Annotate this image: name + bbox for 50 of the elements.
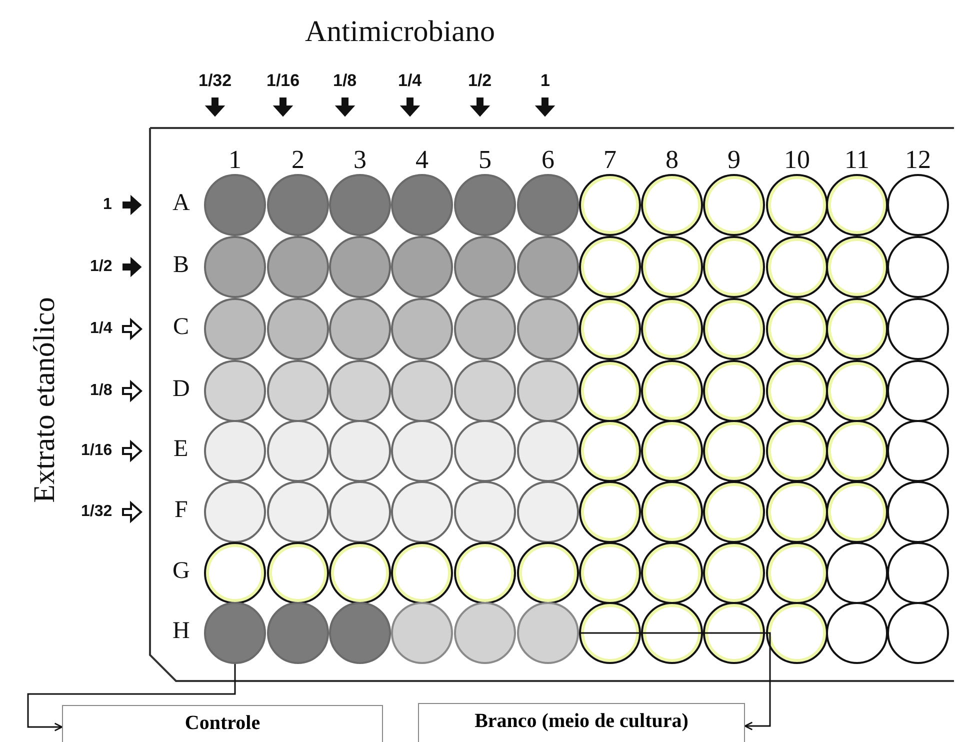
row-letter: E bbox=[174, 437, 188, 461]
well bbox=[766, 481, 828, 543]
concentration-label: 1/8 bbox=[333, 72, 357, 88]
well bbox=[826, 602, 888, 664]
well bbox=[826, 360, 888, 422]
row-letter: A bbox=[172, 191, 190, 215]
row-letter: F bbox=[174, 498, 188, 522]
well bbox=[887, 420, 949, 482]
column-number: 12 bbox=[905, 147, 931, 173]
column-number: 9 bbox=[728, 147, 740, 173]
column-number: 4 bbox=[416, 147, 428, 173]
well bbox=[826, 481, 888, 543]
well bbox=[826, 542, 888, 604]
row-letter: D bbox=[172, 377, 190, 401]
column-number: 3 bbox=[354, 147, 366, 173]
well bbox=[766, 602, 828, 664]
column-number: 7 bbox=[604, 147, 616, 173]
column-number: 5 bbox=[478, 147, 492, 173]
row-letter: H bbox=[172, 619, 190, 643]
concentration-label: 1/4 bbox=[90, 321, 112, 337]
well bbox=[887, 542, 949, 604]
column-number: 11 bbox=[844, 147, 870, 173]
well bbox=[887, 481, 949, 543]
concentration-label: 1 bbox=[103, 197, 112, 213]
concentration-label: 1/4 bbox=[398, 72, 422, 88]
well bbox=[766, 542, 828, 604]
column-number: 8 bbox=[666, 147, 678, 173]
concentration-label: 1/8 bbox=[90, 383, 112, 399]
concentration-label: 1/32 bbox=[198, 72, 232, 88]
axis-title: Antimicrobiano bbox=[305, 17, 495, 47]
well bbox=[766, 420, 828, 482]
label-box: Branco (meio de cultura) bbox=[418, 703, 745, 742]
axis-title: Extrato etanólico bbox=[30, 297, 60, 503]
row-letter: B bbox=[173, 253, 190, 277]
label-box: Controle bbox=[62, 705, 383, 742]
leader-line bbox=[27, 664, 236, 732]
row-letter: C bbox=[173, 315, 190, 339]
concentration-label: 1/2 bbox=[90, 259, 112, 275]
column-number: 6 bbox=[542, 147, 554, 173]
concentration-label: 1/16 bbox=[266, 72, 300, 88]
row-letter: G bbox=[172, 559, 190, 583]
concentration-label: 1/2 bbox=[468, 72, 492, 88]
leader-line bbox=[579, 632, 771, 730]
column-number: 10 bbox=[784, 147, 810, 173]
concentration-label: 1/16 bbox=[81, 443, 112, 459]
concentration-label: 1 bbox=[540, 72, 550, 88]
column-number: 2 bbox=[292, 147, 304, 173]
column-number: 1 bbox=[228, 147, 242, 173]
concentration-label: 1/32 bbox=[81, 504, 112, 520]
well bbox=[826, 420, 888, 482]
